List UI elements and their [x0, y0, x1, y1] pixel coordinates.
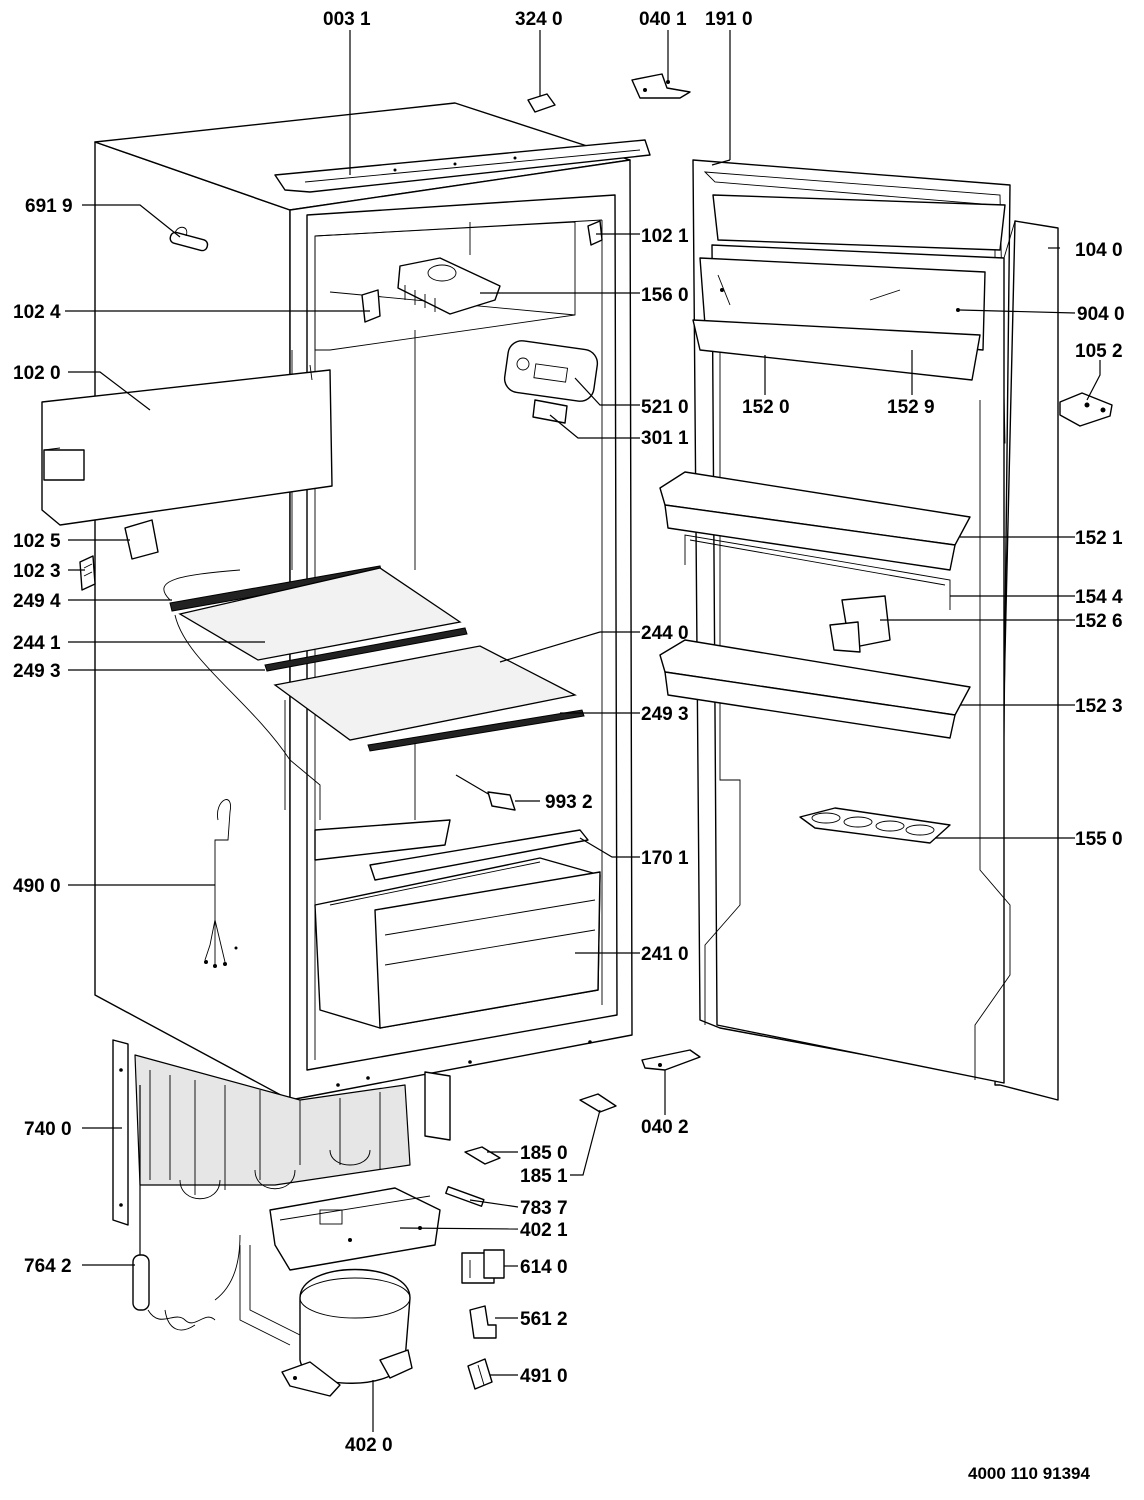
shelf-trim-249-3-lower-part [367, 709, 585, 752]
label-156-0: 156 0 [641, 285, 689, 306]
label-614-0: 614 0 [520, 1257, 568, 1278]
label-105-2: 105 2 [1075, 341, 1123, 362]
label-152-0: 152 0 [742, 397, 790, 418]
clip-102-4-part [361, 289, 381, 323]
label-152-9: 152 9 [887, 397, 935, 418]
door-bin-lower-part [659, 639, 971, 739]
label-040-2: 040 2 [641, 1117, 689, 1138]
foot-185-1-part [579, 1093, 617, 1113]
label-102-5: 102 5 [13, 531, 61, 552]
label-104-0: 104 0 [1075, 240, 1123, 261]
door-hinge-part [1059, 392, 1113, 427]
label-491-0: 491 0 [520, 1366, 568, 1387]
fan-cover-part [397, 257, 501, 315]
cable-harness-part [204, 799, 238, 968]
label-170-1: 170 1 [641, 848, 689, 869]
egg-tray-part [799, 807, 951, 844]
label-185-0: 185 0 [520, 1143, 568, 1164]
label-244-1: 244 1 [13, 633, 61, 654]
label-764-2: 764 2 [24, 1256, 72, 1277]
clip-102-5-part [124, 519, 159, 560]
label-783-7: 783 7 [520, 1198, 568, 1219]
leader-lines [65, 30, 1101, 1432]
label-904-0: 904 0 [1077, 304, 1125, 325]
compressor-tray-part [269, 1187, 441, 1271]
terminal-cover-part [467, 1358, 493, 1390]
label-244-0: 244 0 [641, 623, 689, 644]
label-691-9: 691 9 [25, 196, 73, 217]
freezer-flap-part [41, 364, 333, 526]
label-152-6: 152 6 [1075, 611, 1123, 632]
shelf-trim-249-3-upper-part [264, 627, 468, 672]
part-labels: 003 1 324 0 040 1 191 0 691 9 102 1 104 … [13, 9, 1125, 1483]
dryer-filter-part [132, 1085, 241, 1331]
clip-102-1-part [587, 220, 603, 246]
clip-324-part [527, 93, 556, 113]
crisper-cover-part [314, 819, 589, 881]
top-trim-part [274, 139, 651, 193]
label-102-3: 102 3 [13, 561, 61, 582]
hinge-bracket-top-part [631, 73, 691, 99]
label-154-4: 154 4 [1075, 587, 1123, 608]
label-102-0: 102 0 [13, 363, 61, 384]
crisper-drawer-part [314, 857, 601, 1029]
label-324-0: 324 0 [515, 9, 563, 30]
relay-part [461, 1249, 505, 1284]
label-152-1: 152 1 [1075, 528, 1123, 549]
foot-185-0-part [464, 1146, 501, 1165]
thermal-protector-part [469, 1305, 497, 1339]
label-249-3-lower: 249 3 [641, 704, 689, 725]
dairy-compartment-part [692, 194, 1006, 381]
condenser-part [112, 1039, 451, 1226]
egg-holder-part [829, 595, 891, 653]
label-521-0: 521 0 [641, 397, 689, 418]
label-490-0: 490 0 [13, 876, 61, 897]
label-155-0: 155 0 [1075, 829, 1123, 850]
label-102-4: 102 4 [13, 302, 61, 323]
label-993-2: 993 2 [545, 792, 593, 813]
label-249-3-upper: 249 3 [13, 661, 61, 682]
compressor-part [239, 1245, 413, 1397]
label-185-1: 185 1 [520, 1166, 568, 1187]
label-402-0: 402 0 [345, 1435, 393, 1456]
bottle-bar-part [684, 534, 951, 610]
door-bin-upper-part [659, 471, 971, 571]
control-panel-part [503, 340, 599, 402]
label-249-4: 249 4 [13, 591, 61, 612]
label-102-1: 102 1 [641, 226, 689, 247]
label-003-1: 003 1 [323, 9, 371, 30]
clip-102-3-part [79, 555, 96, 591]
lamp-part [455, 774, 516, 811]
cabinet-curve-line [163, 569, 321, 820]
label-740-0: 740 0 [24, 1119, 72, 1140]
label-301-1: 301 1 [641, 428, 689, 449]
label-561-2: 561 2 [520, 1309, 568, 1330]
diagram-id: 4000 110 91394 [968, 1464, 1091, 1483]
capillary-part [445, 1185, 485, 1207]
label-152-3: 152 3 [1075, 696, 1123, 717]
label-plate-part [532, 399, 568, 424]
label-402-1: 402 1 [520, 1220, 568, 1241]
hinge-bracket-bottom-part [641, 1049, 701, 1071]
label-191-0: 191 0 [705, 9, 753, 30]
label-241-0: 241 0 [641, 944, 689, 965]
glass-shelf-244-0-part [273, 645, 577, 741]
label-040-1: 040 1 [639, 9, 687, 30]
glass-shelf-244-1-part [178, 567, 462, 661]
